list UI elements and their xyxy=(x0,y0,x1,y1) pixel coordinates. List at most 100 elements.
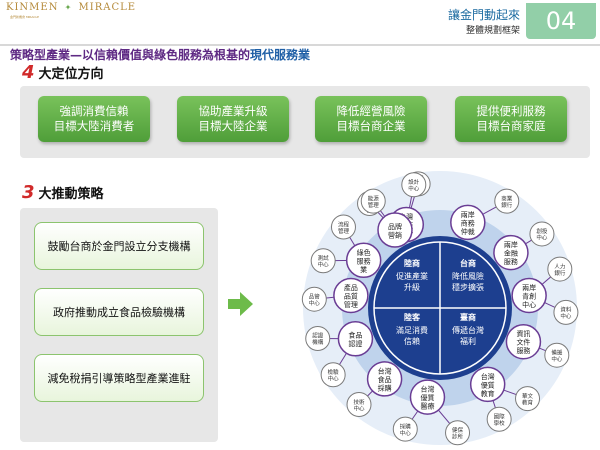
service-node-2 xyxy=(450,204,486,241)
outer-node-4 xyxy=(529,221,555,247)
outer-node-7-text-1: 備援 xyxy=(551,348,563,356)
outer-node-17-text-1: 流程 xyxy=(338,220,350,228)
outer-node-3-text-1: 商業 xyxy=(501,194,513,202)
outer-node-5 xyxy=(547,256,573,282)
strategy-item-2: 政府推動成立食品檢驗機構 xyxy=(34,288,204,336)
service-node-11 xyxy=(345,242,382,279)
service-node-7-text-2: 優質 xyxy=(420,393,434,402)
outer-node-15-text-1: 品管 xyxy=(309,292,321,300)
outer-node-12-text-1: 技術 xyxy=(354,398,366,406)
outer-node-15-text-2: 中心 xyxy=(309,299,321,307)
outer-node-8-text-2: 教育 xyxy=(522,398,534,406)
positioning-item-2: 協助產業升級 目標大陸企業 xyxy=(177,96,289,142)
positioning-item-3-line1: 降低經營風險 xyxy=(336,104,406,119)
outer-node-18-text-1: 能源 xyxy=(368,194,380,202)
positioning-item-1: 強調消費信賴 目標大陸消費者 xyxy=(38,96,150,142)
service-node-8-text-2: 食品 xyxy=(378,375,392,384)
service-node-9 xyxy=(337,321,374,357)
header-divider xyxy=(0,44,600,46)
outer-node-13-text-1: 檢驗 xyxy=(328,368,340,376)
quadrant-line2-3: 信賴 xyxy=(404,336,420,346)
outer-node-3-text-2: 銀行 xyxy=(501,201,513,209)
service-node-2-text-1: 兩岸 xyxy=(461,211,475,219)
service-node-11-text-2: 服務 xyxy=(357,256,371,265)
logo-text-right: MIRACLE xyxy=(78,2,137,13)
quadrant-title-3: 陸客 xyxy=(404,312,421,322)
service-node-8-text-3: 採購 xyxy=(378,383,392,392)
service-node-10-text-1: 產品 xyxy=(344,283,358,292)
outer-node-19-text-1: 設計 xyxy=(408,178,420,186)
slide-title-prefix: 策略型產業—以信賴價值與綠色服務為根基的 xyxy=(10,48,251,62)
outer-node-17-text-2: 管理 xyxy=(338,227,350,235)
outer-node-16 xyxy=(310,248,336,274)
service-node-2-text-2: 商務 xyxy=(461,218,475,227)
service-node-9-text-2: 認證 xyxy=(348,339,362,348)
outer-node-18 xyxy=(360,188,386,214)
outer-node-6-text-2: 中心 xyxy=(560,312,572,320)
logo-sparkle-icon: ✦ xyxy=(64,3,73,12)
service-node-10-text-2: 品質 xyxy=(344,291,358,300)
service-node-6-text-3: 教育 xyxy=(481,389,495,398)
positioning-number: 4 xyxy=(22,62,35,83)
quadrant-line1-2: 降低風險 xyxy=(452,271,484,281)
outer-node-5-text-2: 銀行 xyxy=(554,269,566,277)
outer-node-14-text-1: 認證 xyxy=(312,332,324,340)
service-node-8 xyxy=(366,361,403,397)
outer-node-4-text-2: 中心 xyxy=(536,234,548,242)
outer-node-16-text-1: 測試 xyxy=(318,254,330,262)
outer-node-6 xyxy=(553,299,579,325)
outer-node-13-text-2: 中心 xyxy=(328,375,340,383)
outer-node-17 xyxy=(330,214,356,240)
strategy-item-1: 鼓勵台商於金門設立分支機構 xyxy=(34,222,204,270)
strategy-number: 3 xyxy=(22,182,35,203)
slide-title: 策略型產業—以信賴價值與綠色服務為根基的現代服務業 xyxy=(10,46,310,63)
outer-node-10-text-1: 健保 xyxy=(452,426,464,434)
service-node-4-text-2: 青創 xyxy=(522,291,536,300)
outer-node-8-text-1: 華文 xyxy=(522,392,534,400)
outer-node-19 xyxy=(401,172,427,198)
strategy-item-3: 減免稅捐引導策略型產業進駐 xyxy=(34,354,204,402)
service-node-5-text-1: 資訊 xyxy=(516,329,530,338)
service-node-8-text-1: 台灣 xyxy=(378,366,392,375)
logo-text-left: KINMEN xyxy=(6,2,59,13)
outer-node-11-text-1: 採購 xyxy=(400,422,412,430)
service-node-5-text-3: 服務 xyxy=(516,346,530,355)
service-node-3-text-3: 服務 xyxy=(504,257,518,266)
service-node-12-text-1: 品牌 xyxy=(388,222,402,231)
quadrant-line2-2: 穩步擴張 xyxy=(452,282,484,292)
service-node-12-text-2: 營銷 xyxy=(388,230,402,239)
page-number-badge: 04 xyxy=(526,3,596,39)
positioning-item-3: 降低經營風險 目標台商企業 xyxy=(315,96,427,142)
service-node-4 xyxy=(511,277,547,314)
outer-node-16-text-2: 中心 xyxy=(318,261,330,269)
outer-node-10-text-2: 診所 xyxy=(452,433,464,441)
service-node-6-text-1: 台灣 xyxy=(481,372,495,381)
outer-node-14-text-2: 機構 xyxy=(312,338,324,346)
service-node-3 xyxy=(493,234,529,271)
quadrant-title-1: 陸商 xyxy=(404,258,420,268)
header-subtitle: 整體規劃框架 xyxy=(465,26,520,36)
outer-node-11 xyxy=(392,416,418,442)
header-title: 讓金門動起來 xyxy=(447,8,520,22)
outer-node-7-text-2: 中心 xyxy=(551,355,563,363)
positioning-item-4: 提供便利服務 目標台商家庭 xyxy=(455,96,567,142)
outer-node-15 xyxy=(301,286,327,312)
strategy-label: 大推動策略 xyxy=(38,187,104,202)
outer-node-12-text-2: 中心 xyxy=(354,404,366,412)
positioning-item-2-line1: 協助產業升級 xyxy=(198,104,268,119)
positioning-item-1-line1: 強調消費信賴 xyxy=(59,104,129,119)
outer-node-5-text-1: 人力 xyxy=(554,262,565,270)
quadrant-line2-1: 升級 xyxy=(404,282,420,292)
slide-title-highlight: 現代服務業 xyxy=(250,48,311,62)
service-node-10 xyxy=(333,277,369,314)
service-node-10-text-3: 管理 xyxy=(344,300,358,309)
service-node-7 xyxy=(409,379,446,415)
logo-subtext: 金門新機會 MIRACLE xyxy=(10,15,40,19)
service-node-6 xyxy=(469,366,506,403)
kinmen-miracle-logo: KINMEN ✦ MIRACLE xyxy=(6,2,136,13)
service-node-2-text-3: 仲裁 xyxy=(461,227,475,236)
outer-node-8 xyxy=(515,386,541,412)
